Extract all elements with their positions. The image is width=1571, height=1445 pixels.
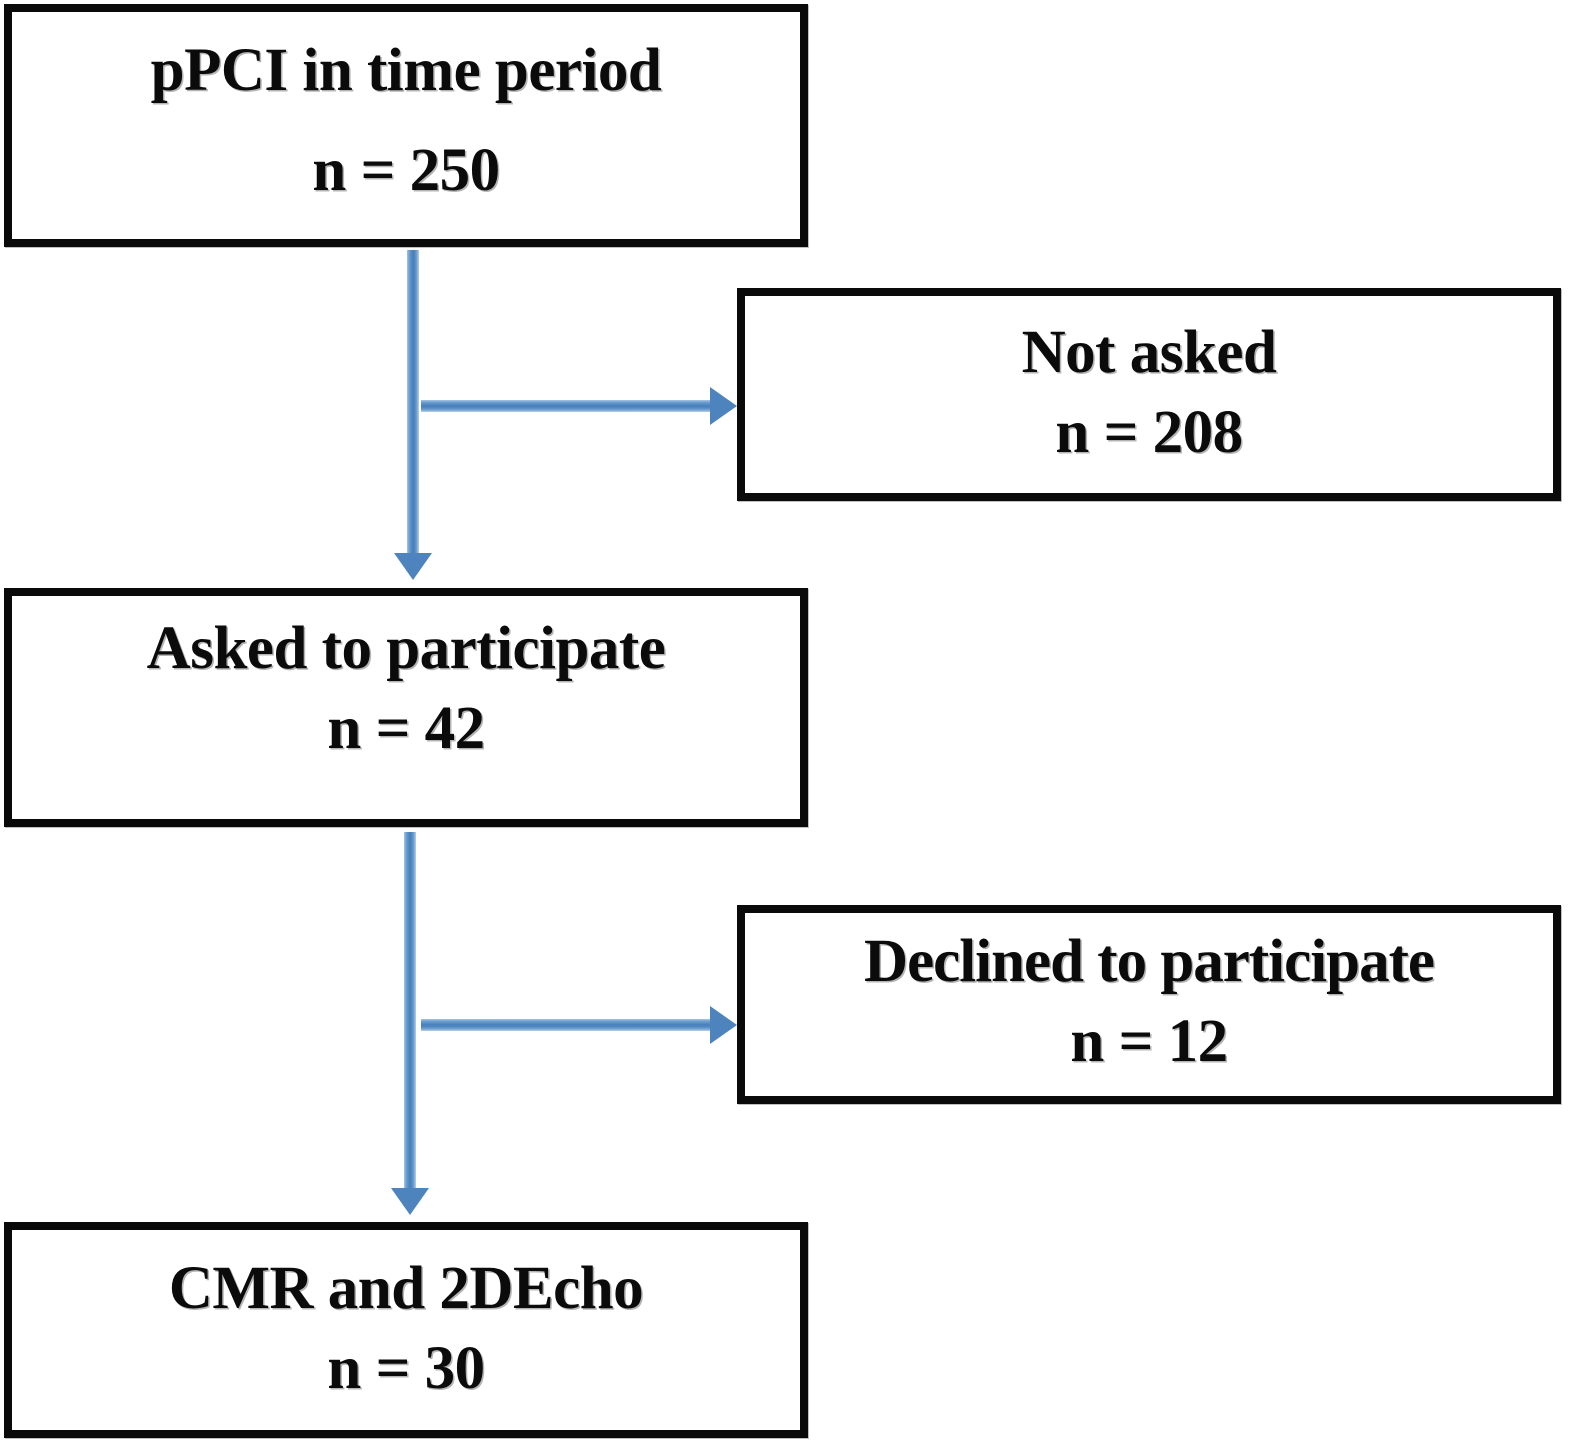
arrow-ppci-to-asked-head-icon bbox=[394, 553, 432, 580]
flow-box-declined-count: n = 12 bbox=[1070, 1008, 1228, 1075]
flow-box-asked: Asked to participate n = 42 bbox=[4, 588, 808, 827]
flow-box-not-asked-count: n = 208 bbox=[1055, 399, 1243, 466]
arrow-ppci-to-asked-shaft bbox=[407, 250, 419, 555]
arrow-ppci-to-not-asked-head-icon bbox=[710, 387, 737, 425]
flow-box-not-asked: Not asked n = 208 bbox=[737, 288, 1561, 501]
arrow-asked-to-cmr-shaft bbox=[404, 832, 416, 1190]
flow-box-cmr-title: CMR and 2DEcho bbox=[168, 1255, 644, 1322]
flow-box-ppci: pPCI in time period n = 250 bbox=[4, 4, 808, 247]
flow-box-asked-title: Asked to participate bbox=[146, 615, 666, 682]
arrow-ppci-to-not-asked-shaft bbox=[421, 400, 711, 412]
flow-box-not-asked-title: Not asked bbox=[1021, 319, 1277, 386]
flow-box-ppci-count: n = 250 bbox=[312, 137, 500, 204]
arrow-asked-to-declined-shaft bbox=[421, 1019, 711, 1031]
flow-box-declined: Declined to participate n = 12 bbox=[737, 905, 1561, 1104]
arrow-asked-to-declined-head-icon bbox=[710, 1006, 737, 1044]
flow-box-ppci-title: pPCI in time period bbox=[150, 37, 662, 104]
flow-box-cmr: CMR and 2DEcho n = 30 bbox=[4, 1222, 808, 1438]
flow-box-cmr-count: n = 30 bbox=[327, 1335, 485, 1402]
arrow-asked-to-cmr-head-icon bbox=[391, 1188, 429, 1215]
flow-box-asked-count: n = 42 bbox=[327, 695, 485, 762]
flow-box-declined-title: Declined to participate bbox=[864, 928, 1435, 995]
